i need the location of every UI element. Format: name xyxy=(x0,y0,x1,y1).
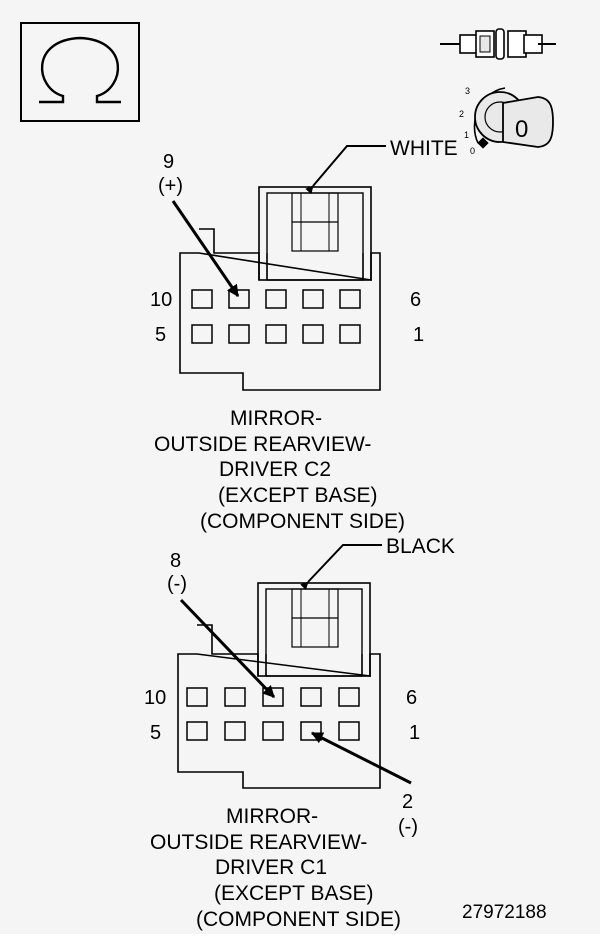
pin-cavity-grid xyxy=(191,289,361,344)
pin-cavity-8 xyxy=(265,289,287,309)
connector-caption: (COMPONENT SIDE) xyxy=(200,510,405,533)
probe-arrow xyxy=(310,731,412,785)
row-label: 10 xyxy=(144,687,166,709)
ignition-key-label: 0 xyxy=(515,116,528,143)
connector-c1: BLACK 10 6 5 1 8 (-) xyxy=(144,535,455,931)
connector-caption: MIRROR- xyxy=(226,805,318,828)
row-label: 1 xyxy=(413,324,424,346)
pin-cavity-6 xyxy=(338,687,360,707)
row-label: 1 xyxy=(409,722,420,744)
connector-probe-icon xyxy=(440,28,556,60)
pin-cavity-10 xyxy=(191,289,213,309)
figure-number: 27972188 xyxy=(462,902,547,923)
row-label: 10 xyxy=(150,289,172,311)
pin-cavity-3 xyxy=(262,721,284,741)
probe-polarity-label: (-) xyxy=(398,816,418,838)
connector-caption: (COMPONENT SIDE) xyxy=(196,908,401,931)
pin-cavity-2 xyxy=(302,324,324,344)
probe-pin-label: 8 xyxy=(170,550,181,572)
connector-caption: DRIVER C2 xyxy=(219,458,331,481)
connector-caption: DRIVER C1 xyxy=(215,856,327,879)
pin-cavity-7 xyxy=(300,687,322,707)
wire-color-label: BLACK xyxy=(386,535,455,558)
pin-cavity-6 xyxy=(339,289,361,309)
row-label: 5 xyxy=(155,324,166,346)
pin-cavity-10 xyxy=(186,687,208,707)
pin-cavity-4 xyxy=(228,324,250,344)
ignition-position-label: 1 xyxy=(464,130,469,140)
connector-c2: WHITE 10 6 5 1 9 (+) xyxy=(150,137,458,533)
row-label: 6 xyxy=(410,289,421,311)
pin-cavity-9 xyxy=(228,289,250,309)
probe-arrow xyxy=(179,598,276,699)
pin-cavity-1 xyxy=(339,324,361,344)
connector-caption: (EXCEPT BASE) xyxy=(218,484,378,507)
pin-cavity-3 xyxy=(265,324,287,344)
pin-cavity-5 xyxy=(186,721,208,741)
probe-arrow xyxy=(171,200,240,297)
pin-cavity-9 xyxy=(224,687,246,707)
probe-pin-label: 9 xyxy=(163,151,174,173)
connector-caption: OUTSIDE REARVIEW- xyxy=(154,433,371,456)
connector-caption: (EXCEPT BASE) xyxy=(214,882,374,905)
ignition-position-label: 3 xyxy=(465,86,470,96)
pin-cavity-4 xyxy=(224,721,246,741)
connector-caption: MIRROR- xyxy=(230,407,322,430)
pin-cavity-5 xyxy=(191,324,213,344)
probe-polarity-label: (+) xyxy=(158,175,183,197)
row-label: 5 xyxy=(150,722,161,744)
row-label: 6 xyxy=(406,687,417,709)
connector-caption: OUTSIDE REARVIEW- xyxy=(150,831,367,854)
probe-polarity-label: (-) xyxy=(167,573,187,595)
probe-pin-label: 2 xyxy=(402,791,413,813)
ohm-symbol-icon xyxy=(20,22,140,122)
wire-color-label: WHITE xyxy=(390,137,458,160)
ignition-position-label: 0 xyxy=(470,146,475,156)
pin-cavity-7 xyxy=(302,289,324,309)
pin-cavity-1 xyxy=(338,721,360,741)
ignition-position-label: 2 xyxy=(459,109,464,119)
ignition-key-icon: 3 2 1 0 0 xyxy=(459,86,554,156)
